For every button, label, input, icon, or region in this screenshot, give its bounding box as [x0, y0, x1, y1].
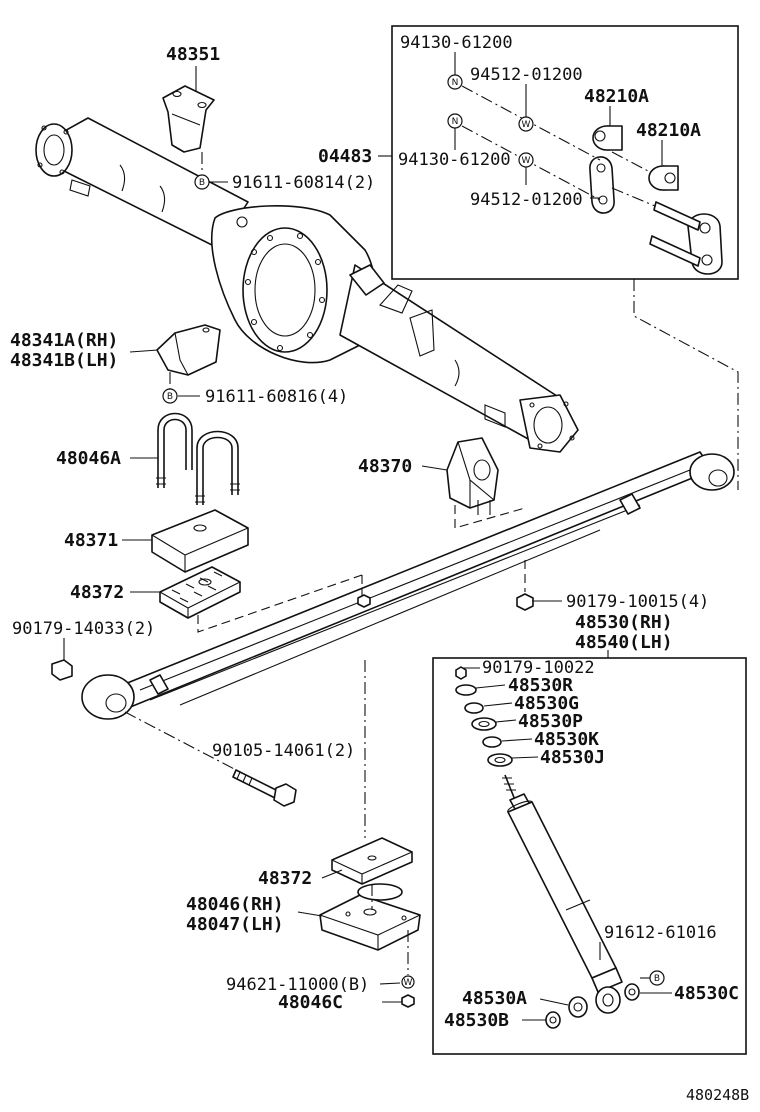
- label-91612-61016: 91612-61016: [604, 923, 717, 943]
- bushing-48210A-lower: [648, 165, 679, 191]
- label-94130-61200-b: 94130-61200: [398, 150, 511, 170]
- label-91611-60814: 91611-60814(2): [232, 173, 375, 193]
- label-48371: 48371: [64, 530, 118, 551]
- spring-hanger-48370: [446, 437, 499, 515]
- leader-lines: [63, 52, 672, 1021]
- label-91611-60816: 91611-60816(4): [205, 387, 348, 407]
- leaf-spring: [81, 451, 735, 720]
- label-90179-10015: 90179-10015(4): [566, 592, 709, 612]
- label-48530-rh: 48530(RH): [575, 612, 673, 633]
- shackle-with-pins: [649, 201, 723, 275]
- label-48530K: 48530K: [534, 729, 599, 750]
- nut-90179-10015: [516, 593, 534, 611]
- spring-pad-48372-top: [159, 566, 241, 619]
- bump-stopper-48341: [156, 324, 221, 376]
- svg-text:N: N: [452, 78, 459, 88]
- bolt-symbol-91611-60814: B: [194, 174, 210, 190]
- label-48372-top: 48372: [70, 582, 124, 603]
- bolt-symbol-91612-61016: B: [649, 970, 665, 986]
- label-94512-01200-b: 94512-01200: [470, 190, 583, 210]
- label-48530B: 48530B: [444, 1010, 509, 1031]
- label-90105-14061: 90105-14061(2): [212, 741, 355, 761]
- u-bolts-48046A: [156, 412, 240, 505]
- shock-bushings-lower: [545, 983, 640, 1029]
- label-48372-bottom: 48372: [258, 868, 312, 889]
- label-48046C: 48046C: [278, 992, 343, 1013]
- label-94621-11000: 94621-11000(B): [226, 975, 369, 995]
- shackle-plate: [589, 156, 615, 214]
- label-48210A-a: 48210A: [584, 86, 649, 107]
- spring-seat-48371: [151, 509, 249, 573]
- label-48530R: 48530R: [508, 675, 573, 696]
- spring-plate-48046: [319, 883, 421, 951]
- nut-spring-center: [357, 594, 371, 608]
- svg-text:B: B: [199, 178, 205, 188]
- label-48370: 48370: [358, 456, 412, 477]
- bump-stopper-48351: [162, 85, 215, 153]
- nut-symbol-94130-a: N: [447, 74, 463, 90]
- label-48341A: 48341A(RH): [10, 330, 118, 351]
- label-48341B: 48341B(LH): [10, 350, 118, 371]
- shock-upper-bushings: [455, 666, 513, 767]
- spring-pad-48372-bottom: [331, 837, 413, 885]
- label-48540-lh: 48540(LH): [575, 632, 673, 653]
- label-48530P: 48530P: [518, 711, 583, 732]
- bolt-symbol-91611-60816: B: [162, 388, 178, 404]
- shock-absorber-box: [432, 657, 747, 1055]
- nut-48046C: [401, 994, 415, 1008]
- bushing-48210A-upper: [592, 125, 623, 151]
- label-04483: 04483: [318, 146, 372, 167]
- label-48530J: 48530J: [540, 747, 605, 768]
- shock-absorber-48530: [502, 774, 623, 1014]
- label-48046-rh: 48046(RH): [186, 894, 284, 915]
- washer-94621: [401, 975, 415, 989]
- svg-text:W: W: [522, 120, 531, 130]
- label-48530C: 48530C: [674, 983, 739, 1004]
- label-48047-lh: 48047(LH): [186, 914, 284, 935]
- svg-text:W: W: [404, 978, 413, 988]
- svg-text:N: N: [452, 117, 459, 127]
- label-48530A: 48530A: [462, 988, 527, 1009]
- washer-symbol-94512-a: W: [518, 116, 534, 132]
- label-94512-01200-a: 94512-01200: [470, 65, 583, 85]
- diagram-id: 480248B: [686, 1086, 749, 1104]
- nut-symbol-94130-b: N: [447, 113, 463, 129]
- svg-text:B: B: [654, 974, 660, 984]
- svg-text:B: B: [167, 392, 173, 402]
- svg-text:W: W: [522, 156, 531, 166]
- label-48530G: 48530G: [514, 693, 579, 714]
- washer-symbol-94512-b: W: [518, 152, 534, 168]
- label-90179-10022: 90179-10022: [482, 658, 595, 678]
- label-94130-61200-a: 94130-61200: [400, 33, 513, 53]
- label-48046A: 48046A: [56, 448, 121, 469]
- label-90179-14033: 90179-14033(2): [12, 619, 155, 639]
- nut-90179-14033: [51, 659, 73, 681]
- bushing-kit-box: [391, 25, 739, 280]
- rear-axle-housing: [35, 117, 579, 453]
- label-48210A-b: 48210A: [636, 120, 701, 141]
- label-48351: 48351: [166, 44, 220, 65]
- washer-symbol-94621: W: [404, 978, 413, 988]
- bolt-90105-14061: [232, 769, 297, 807]
